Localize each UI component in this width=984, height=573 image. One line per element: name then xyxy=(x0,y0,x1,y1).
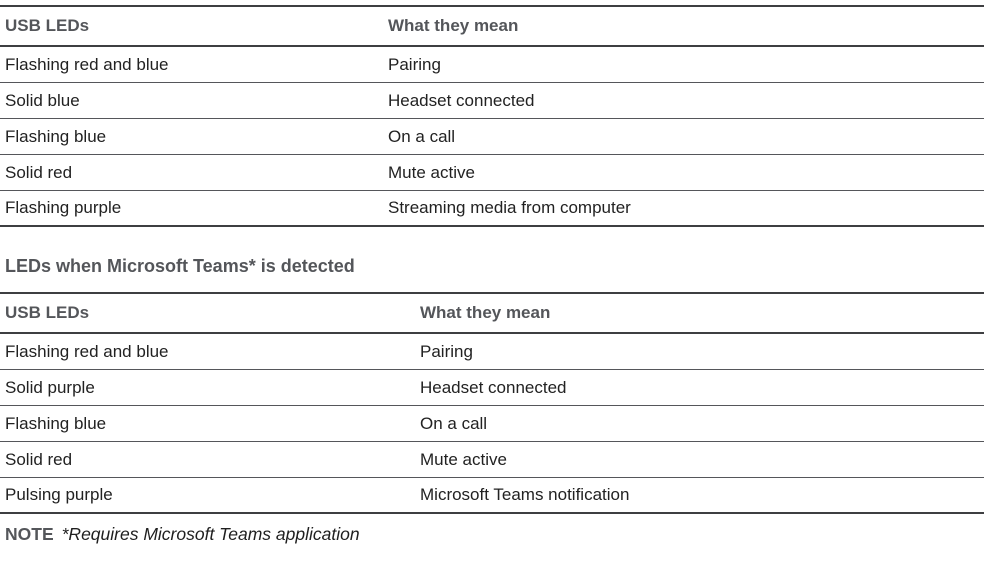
teams-leds-table-header: USB LEDs What they mean xyxy=(0,294,984,334)
footnote: NOTE *Requires Microsoft Teams applicatio… xyxy=(0,524,984,545)
led-meaning-cell: Pairing xyxy=(420,341,473,361)
led-state-cell: Flashing purple xyxy=(5,198,122,217)
teams-section-heading: LEDs when Microsoft Teams* is detected xyxy=(5,256,355,276)
table-row: Solid red Mute active xyxy=(0,442,984,478)
usb-leds-table: USB LEDs What they mean Flashing red and… xyxy=(0,5,984,227)
led-meaning-cell: On a call xyxy=(388,126,456,146)
led-meaning-cell: Mute active xyxy=(388,162,475,182)
table-row: Flashing red and blue Pairing xyxy=(0,334,984,370)
table-row: Solid red Mute active xyxy=(0,155,984,191)
led-meaning-cell: Headset connected xyxy=(420,377,567,397)
table-row: Pulsing purple Microsoft Teams notificat… xyxy=(0,478,984,514)
led-meaning-cell: Streaming media from computer xyxy=(388,198,631,217)
usb-leds-table-header: USB LEDs What they mean xyxy=(0,7,984,47)
column-header-what-they-mean: What they mean xyxy=(420,303,551,322)
led-state-cell: Solid blue xyxy=(5,90,80,110)
led-state-cell: Flashing blue xyxy=(5,126,107,146)
led-state-cell: Solid red xyxy=(5,449,73,469)
led-state-cell: Flashing red and blue xyxy=(5,341,169,361)
note-label: NOTE xyxy=(5,524,54,544)
led-meaning-cell: Pairing xyxy=(388,54,441,74)
led-state-cell: Solid red xyxy=(5,162,73,182)
column-header-usb-leds: USB LEDs xyxy=(5,303,90,322)
table-row: Flashing blue On a call xyxy=(0,406,984,442)
led-state-cell: Flashing blue xyxy=(5,413,107,433)
teams-leds-table: USB LEDs What they mean Flashing red and… xyxy=(0,292,984,514)
led-meaning-cell: Mute active xyxy=(420,449,507,469)
led-state-cell: Flashing red and blue xyxy=(5,54,169,74)
led-meaning-cell: Headset connected xyxy=(388,90,535,110)
table-row: Solid blue Headset connected xyxy=(0,83,984,119)
column-header-usb-leds: USB LEDs xyxy=(5,16,90,35)
document-page: USB LEDs What they mean Flashing red and… xyxy=(0,5,984,545)
table-row: Flashing red and blue Pairing xyxy=(0,47,984,83)
table-row: Flashing blue On a call xyxy=(0,119,984,155)
table-row: Solid purple Headset connected xyxy=(0,370,984,406)
table-row: Flashing purple Streaming media from com… xyxy=(0,191,984,227)
led-meaning-cell: On a call xyxy=(420,413,488,433)
led-meaning-cell: Microsoft Teams notification xyxy=(420,485,630,504)
led-state-cell: Solid purple xyxy=(5,377,95,397)
column-header-what-they-mean: What they mean xyxy=(388,16,519,35)
led-state-cell: Pulsing purple xyxy=(5,485,113,504)
note-text: *Requires Microsoft Teams application xyxy=(61,524,360,544)
